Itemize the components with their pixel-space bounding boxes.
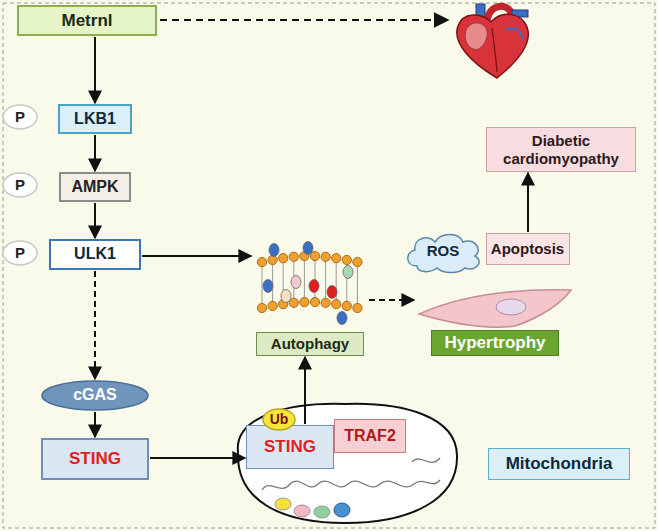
process-box: LKB1 <box>58 104 132 134</box>
node-label: ULK1 <box>74 245 116 263</box>
mitochondrion-illustration <box>238 404 457 523</box>
process-box: ULK1 <box>49 239 141 270</box>
label-box: Mitochondria <box>488 448 630 480</box>
node-label: STING <box>69 449 121 469</box>
node-label-box: Autophagy <box>256 332 364 356</box>
node-label: cGAS <box>73 386 117 404</box>
node-label: Apoptosis <box>491 240 564 257</box>
outcome-box: Apoptosis <box>486 233 570 265</box>
process-box: AMPK <box>59 172 131 202</box>
phospho-ellipse: P <box>2 172 38 198</box>
process-box: STING <box>246 425 334 469</box>
node-label: TRAF2 <box>344 427 396 445</box>
process-box: Metrnl <box>17 5 157 36</box>
arrow <box>94 412 96 437</box>
node-label: Ub <box>270 411 289 427</box>
phospho-ellipse: P <box>2 240 38 266</box>
node-label: AMPK <box>71 178 118 196</box>
arrow <box>304 357 306 424</box>
node-label-box: Hypertrophy <box>431 330 559 356</box>
arrow <box>527 173 529 232</box>
process-box: STING <box>41 438 149 480</box>
phospho-ellipse: P <box>2 104 38 130</box>
dashed-arrow <box>160 19 448 21</box>
autophagy-group: Autophagy <box>252 242 368 356</box>
ubiquitin-ellipse: Ub <box>262 408 296 431</box>
arrow <box>94 135 96 171</box>
frame <box>3 3 655 528</box>
process-box: TRAF2 <box>334 419 406 453</box>
heart-illustration <box>457 4 528 78</box>
outcome-box: Diabetic cardiomyopathy <box>486 127 636 172</box>
enzyme-ellipse: cGAS <box>41 380 149 411</box>
arrow <box>94 203 96 238</box>
node-label: STING <box>264 437 316 457</box>
node-label: Metrnl <box>62 11 113 31</box>
node-label: P <box>15 108 25 125</box>
ros-cloud: ROS <box>403 230 483 272</box>
node-label: Diabetic cardiomyopathy <box>487 132 635 167</box>
arrow <box>142 255 251 257</box>
node-label: LKB1 <box>74 110 116 128</box>
dashed-arrow <box>369 299 414 301</box>
hypertrophy-group: Hypertrophy <box>415 278 575 356</box>
node-label: ROS <box>427 242 460 259</box>
node-label: Mitochondria <box>506 454 613 474</box>
node-label: P <box>15 244 25 261</box>
node-label: P <box>15 176 25 193</box>
dashed-arrow <box>94 271 96 379</box>
arrow <box>94 37 96 103</box>
arrow <box>150 457 245 459</box>
